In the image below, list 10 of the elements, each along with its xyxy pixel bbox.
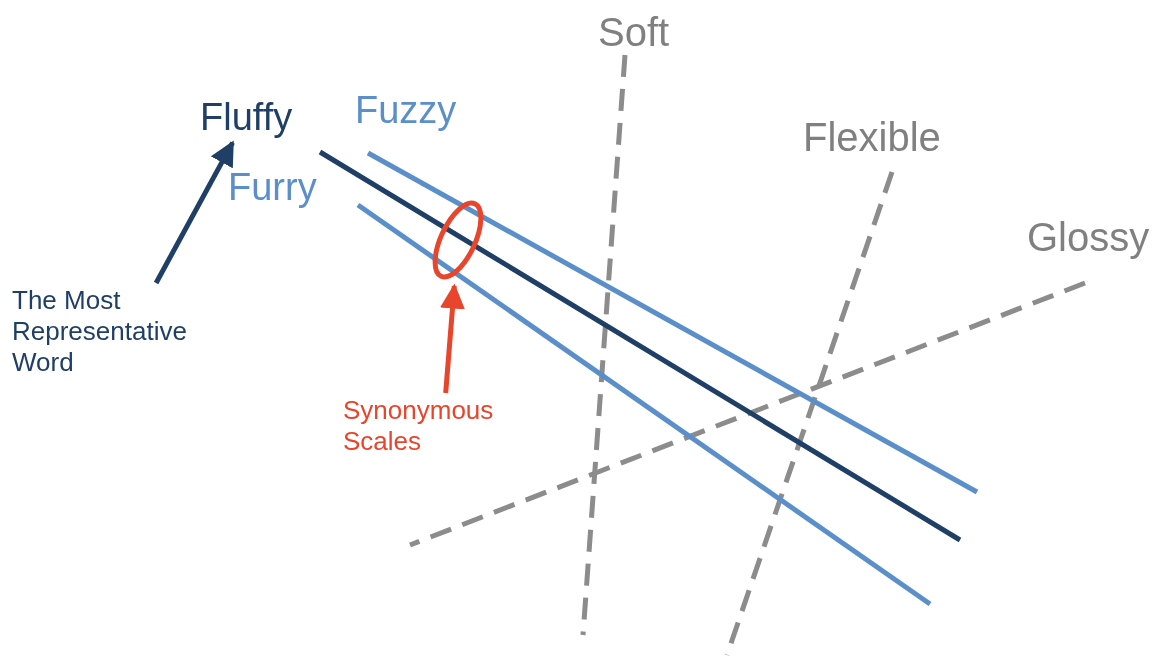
scale-word: Fuzzy [355,88,457,133]
annotation-text: Synonymous Scales [343,395,543,458]
scale-word: Fluffy [200,95,293,141]
scale-word: Furry [228,165,317,210]
scale-word: Glossy [1027,214,1150,261]
scale-word: Flexible [803,114,941,161]
arrow [153,140,235,285]
scale-word: Soft [598,9,670,56]
annotation-text: The Most Representative Word [12,285,247,379]
arrow [440,283,465,394]
